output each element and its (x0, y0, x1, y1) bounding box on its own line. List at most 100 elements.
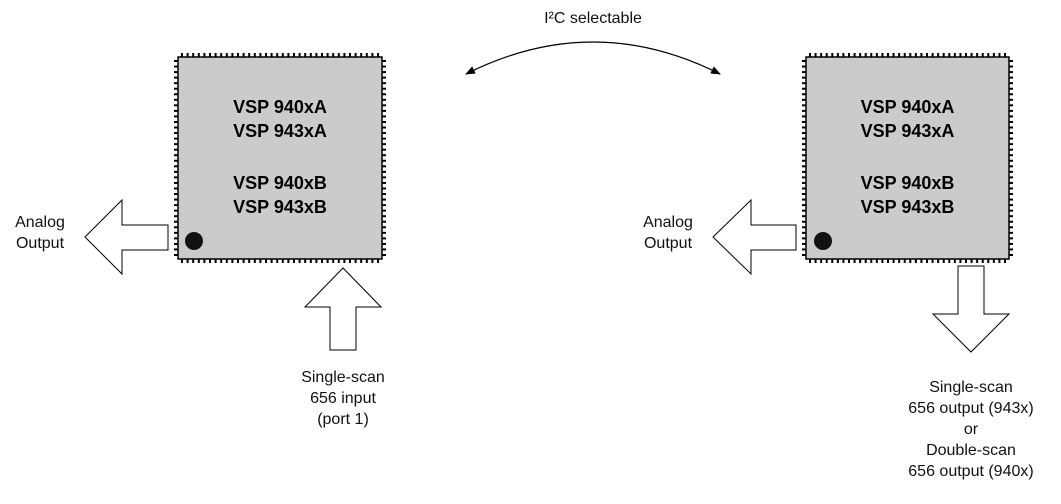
chip-pin (174, 109, 178, 112)
chip-pin (937, 53, 940, 57)
left-chip-line-4: VSP 943xB (233, 197, 327, 217)
chip-pin (1009, 154, 1013, 157)
chip-pin (1009, 148, 1013, 151)
chip-pin (248, 53, 251, 57)
chip-pin (809, 259, 811, 263)
chip-pin (802, 60, 806, 62)
chip-pin (1009, 226, 1013, 229)
chip-pin (332, 259, 335, 263)
chip-pin (174, 231, 178, 234)
chip-pin (1009, 87, 1013, 90)
chip-pin (225, 259, 228, 263)
right-output-line-1: Single-scan (929, 379, 1013, 396)
chip-pin (253, 53, 256, 57)
chip-pin (802, 143, 806, 146)
chip-pin (174, 242, 178, 245)
chip-pin (382, 65, 386, 68)
chip-pin (987, 53, 990, 57)
chip-pin (1009, 65, 1013, 68)
chip-pin (231, 259, 234, 263)
chip-pin (174, 220, 178, 223)
chip-pin (259, 53, 262, 57)
chip-pin (382, 126, 386, 129)
chip-pin (174, 71, 178, 74)
chip-pin (192, 259, 195, 263)
right-chip-line-3: VSP 940xB (860, 173, 955, 193)
chip-pin (1009, 120, 1013, 123)
chip-pin (970, 53, 973, 57)
chip-pin (287, 259, 290, 263)
chip-pin (174, 176, 178, 179)
chip-pin (382, 181, 386, 184)
left-input-line-1: Single-scan (301, 369, 385, 386)
chip-pin (1009, 220, 1013, 223)
chip-pin (365, 53, 368, 57)
right-output-line-4: Double-scan (926, 442, 1016, 459)
chip-pin (831, 53, 834, 57)
chip-pin (276, 259, 279, 263)
chip-pin (337, 259, 340, 263)
chip-pin (881, 53, 884, 57)
chip-pin (802, 137, 806, 140)
chip-pin (802, 242, 806, 245)
chip-pin (1009, 248, 1013, 251)
chip-pin (1009, 104, 1013, 107)
chip-pin (377, 53, 379, 57)
i2c-selectable-label: I²C selectable (544, 10, 642, 27)
left-chip-label: VSP 940xA VSP 943xA VSP 940xB VSP 943xB (178, 95, 382, 219)
chip-pin (959, 53, 962, 57)
chip-pin (382, 71, 386, 74)
chip-pin (174, 60, 178, 62)
chip-pin (382, 215, 386, 218)
chip-pin (382, 104, 386, 107)
chip-pin (231, 53, 234, 57)
chip-pin (321, 53, 323, 57)
chip-pin (174, 93, 178, 96)
chip-pin (942, 259, 945, 263)
left-analog-output-arrow (84, 198, 169, 276)
chip-pin (1009, 143, 1013, 146)
chip-pin (354, 259, 357, 263)
chip-pin (382, 170, 386, 173)
chip-pin (309, 259, 312, 263)
chip-pin (802, 104, 806, 107)
chip-pin (343, 259, 346, 263)
right-chip-label: VSP 940xA VSP 943xA VSP 940xB VSP 943xB (806, 95, 1009, 219)
chip-pin (382, 204, 386, 207)
chip-pin (242, 259, 245, 263)
chip-pin (802, 71, 806, 74)
right-analog-output-arrow (712, 198, 797, 276)
chip-pin (382, 98, 386, 101)
chip-pin (1009, 209, 1013, 212)
left-analog-line-2: Output (15, 235, 65, 252)
chip-pin (365, 259, 368, 263)
chip-pin (842, 259, 845, 263)
left-chip-pins (174, 53, 386, 263)
chip-pin (926, 259, 928, 263)
chip-pin (1009, 170, 1013, 173)
chip-pin (174, 215, 178, 218)
chip-pin (987, 259, 990, 263)
right-output-line-2: 656 output (943x) (908, 400, 1034, 417)
chip-pin (382, 193, 386, 196)
chip-pin (802, 126, 806, 129)
chip-pin (174, 132, 178, 135)
chip-pin (1009, 71, 1013, 74)
chip-pin (848, 259, 850, 263)
chip-pin (931, 259, 934, 263)
chip-pin (174, 65, 178, 68)
chip-pin (892, 259, 895, 263)
chip-pin (293, 53, 295, 57)
chip-pin (1009, 181, 1013, 184)
chip-pin (174, 154, 178, 157)
chip-pin (864, 53, 867, 57)
chip-pin (349, 53, 351, 57)
chip-pin (326, 53, 329, 57)
chip-pin (881, 259, 884, 263)
chip-pin (802, 254, 806, 256)
left-chip-pin1-dot (185, 232, 203, 250)
right-output-line-3: or (963, 421, 979, 438)
chip-pin (953, 259, 956, 263)
chip-pin (382, 143, 386, 146)
chip-pin (870, 259, 873, 263)
